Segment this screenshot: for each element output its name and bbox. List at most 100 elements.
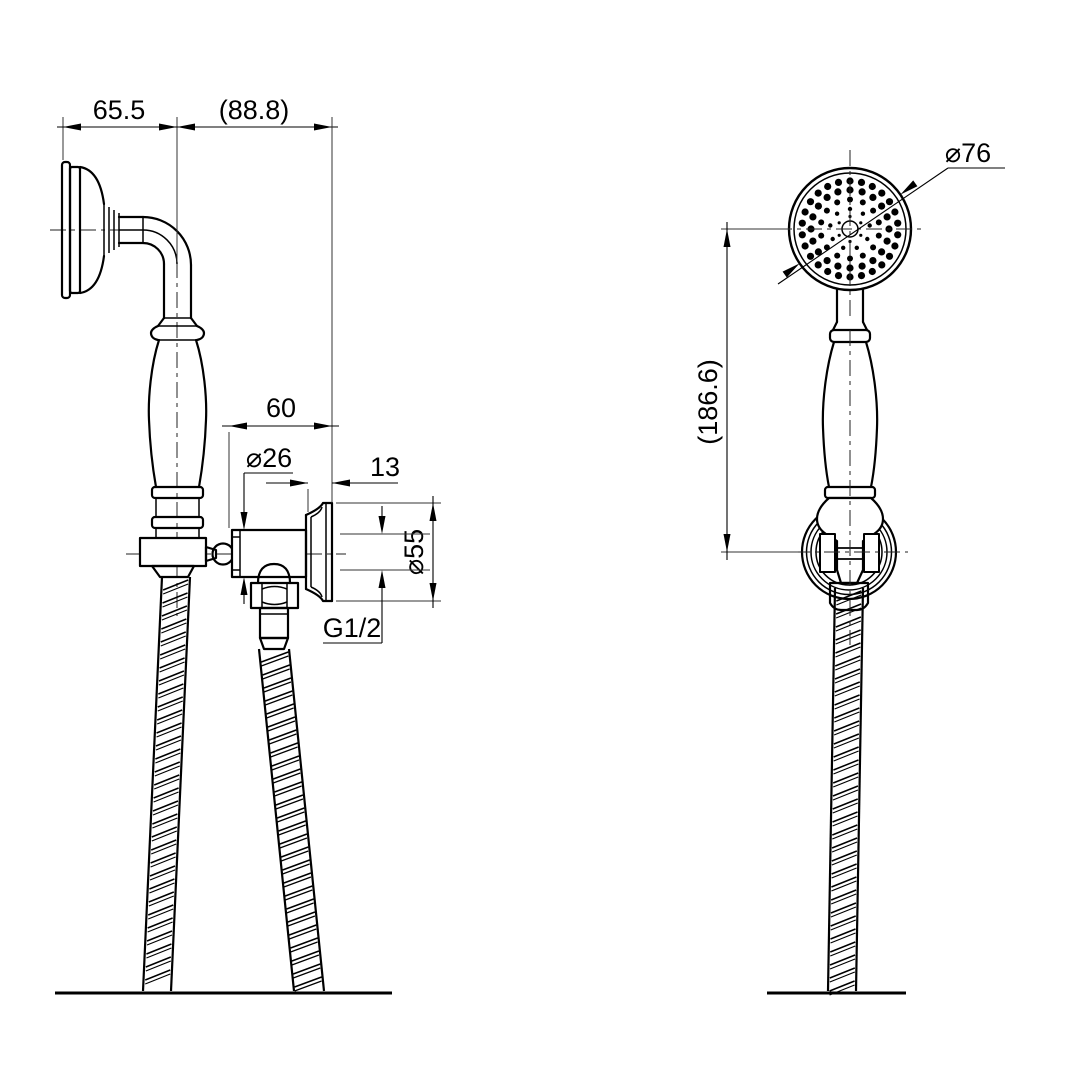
nozzle-dot	[885, 252, 894, 260]
wall-holder-block	[138, 536, 208, 579]
nozzle-dot	[823, 207, 830, 214]
dimension-head-to-holder: (186.6)	[693, 222, 798, 560]
dim-60-label: 60	[266, 393, 296, 423]
shower-head-side	[60, 160, 193, 320]
nozzle-dot	[823, 193, 831, 201]
dimension-face-to-axis: 65.5	[57, 95, 338, 262]
dimension-escutcheon-diameter: ⌀55	[336, 496, 441, 608]
thread-label: G1/2	[323, 613, 382, 643]
nozzle-dot	[858, 262, 866, 270]
nozzle-dot	[834, 211, 840, 216]
nozzle-dot	[865, 236, 870, 242]
nozzle-dot	[894, 219, 902, 227]
nozzle-dot	[828, 223, 833, 228]
side-view: 65.5 (88.8) 60 ⌀26	[50, 95, 441, 995]
nozzle-dot	[859, 233, 863, 237]
nozzle-dot	[868, 182, 876, 191]
nozzle-dot	[798, 231, 806, 239]
nozzle-dot	[883, 237, 891, 245]
nozzle-dot	[867, 223, 872, 228]
nozzle-dot	[883, 213, 891, 221]
nozzle-dot	[841, 245, 846, 250]
nozzle-dot	[814, 189, 822, 197]
nozzle-dot	[834, 188, 842, 196]
nozzle-dot	[875, 219, 882, 226]
hose-front	[826, 587, 865, 996]
nozzle-dot	[837, 233, 841, 237]
nozzle-dot	[878, 189, 886, 197]
nozzle-dot	[857, 178, 866, 186]
nozzle-dot	[837, 221, 841, 225]
nozzle-dot	[809, 237, 817, 245]
nozzle-dot	[878, 261, 886, 269]
dimension-outlet-projection: 60	[222, 393, 339, 528]
nozzle-dot	[798, 219, 806, 227]
nozzle-dot	[858, 188, 866, 196]
dim-76-label: ⌀76	[945, 138, 991, 168]
bracket-clip-left	[819, 533, 836, 573]
hose-outlet-side	[257, 648, 326, 992]
shower-head-face	[776, 150, 926, 320]
nozzle-dot	[801, 208, 809, 216]
hose-nut-front	[828, 581, 870, 612]
nozzle-dot	[891, 208, 899, 216]
nozzle-dot	[875, 232, 882, 239]
bracket-clip-right	[863, 533, 880, 573]
handle-front	[821, 287, 879, 489]
nozzle-dot	[859, 221, 863, 225]
nozzle-dot	[870, 244, 877, 251]
dimension-axis-to-wall: (88.8)	[177, 95, 333, 503]
nozzle-dot	[806, 198, 815, 206]
dim-55-label: ⌀55	[399, 529, 429, 575]
nozzle-dot	[847, 196, 853, 203]
front-view: ⌀76 (186.6)	[693, 138, 1005, 996]
nozzle-dot	[870, 207, 877, 214]
dim-26-label: ⌀26	[246, 443, 292, 473]
centerlines-front	[794, 330, 908, 645]
dim-65-5-label: 65.5	[93, 95, 146, 125]
nozzle-dot	[814, 261, 822, 269]
nozzle-dot	[869, 193, 877, 201]
dimension-outlet-diameter: ⌀26	[240, 443, 293, 604]
nozzle-dot	[834, 272, 843, 280]
nozzle-dot	[824, 182, 832, 191]
dim-186-6-label: (186.6)	[693, 359, 723, 445]
nozzle-dot	[809, 213, 817, 221]
handle-side	[147, 316, 208, 538]
dim-13-label: 13	[370, 452, 400, 482]
nozzle-dot	[878, 202, 886, 210]
nozzle-dot	[891, 242, 899, 250]
nozzle-dot	[818, 232, 825, 239]
dim-88-8-label: (88.8)	[219, 95, 290, 125]
spray-nozzles	[798, 177, 902, 281]
nozzle-dot	[830, 236, 835, 242]
nozzle-dot	[859, 199, 866, 206]
nozzle-dot	[878, 248, 886, 256]
dimension-head-diameter: ⌀76	[777, 138, 1005, 285]
nozzle-dot	[814, 202, 823, 210]
nozzle-dot	[847, 206, 853, 212]
nozzle-dot	[847, 255, 853, 262]
hose-nut-side	[249, 562, 300, 651]
nozzle-dot	[823, 244, 830, 251]
nozzle-dot	[834, 252, 841, 259]
nozzle-dot	[846, 264, 854, 272]
nozzle-dot	[860, 211, 866, 216]
nozzle-dot	[894, 231, 902, 239]
nozzle-dot	[834, 199, 841, 206]
wall-outlet-side	[204, 528, 308, 579]
dimension-thread-size: G1/2	[323, 506, 430, 644]
nozzle-dot	[854, 245, 859, 250]
nozzle-dot	[806, 252, 815, 260]
nozzle-dot	[824, 267, 832, 276]
escutcheon	[304, 501, 334, 603]
nozzle-dot	[859, 252, 866, 259]
nozzle-dot	[868, 267, 876, 276]
nozzle-dot	[885, 198, 894, 206]
nozzle-dot	[801, 242, 809, 250]
nozzle-dot	[834, 262, 842, 270]
nozzle-dot	[823, 257, 831, 265]
dimension-escutcheon-depth: 13	[266, 452, 400, 512]
